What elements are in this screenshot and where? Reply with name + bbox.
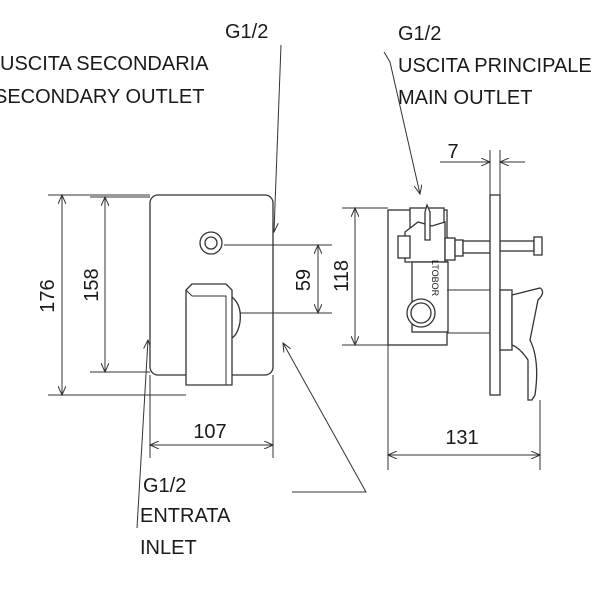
dim-158: 158: [81, 268, 103, 301]
dim-7: 7: [447, 141, 458, 163]
secondary-outlet-it-label: USCITA SECONDARIA: [0, 53, 209, 75]
front-dimensions: [48, 195, 332, 458]
brand-mark: LTOBOR: [430, 260, 440, 297]
secondary-outlet-en-label: SECONDARY OUTLET: [0, 86, 204, 108]
dim-118: 118: [331, 260, 353, 292]
side-view: LTOBOR: [387, 194, 544, 401]
main-thread-label: G1/2: [398, 23, 441, 45]
main-outlet-it-label: USCITA PRINCIPALE: [398, 55, 592, 77]
dim-176: 176: [37, 279, 59, 312]
dim-59: 59: [293, 269, 315, 291]
front-view: [149, 194, 274, 386]
main-outlet-en-label: MAIN OUTLET: [398, 87, 532, 109]
inlet-it-label: ENTRATA: [140, 505, 231, 527]
dim-131: 131: [445, 427, 478, 449]
wall-plate: [489, 194, 501, 396]
secondary-thread-label: G1/2: [225, 21, 268, 43]
side-dimensions: [342, 150, 540, 470]
handle: [185, 283, 233, 386]
leader-lines: [136, 44, 420, 529]
inlet-thread-label: G1/2: [143, 475, 186, 497]
dim-107: 107: [193, 421, 226, 443]
inlet-en-label: INLET: [140, 537, 197, 559]
